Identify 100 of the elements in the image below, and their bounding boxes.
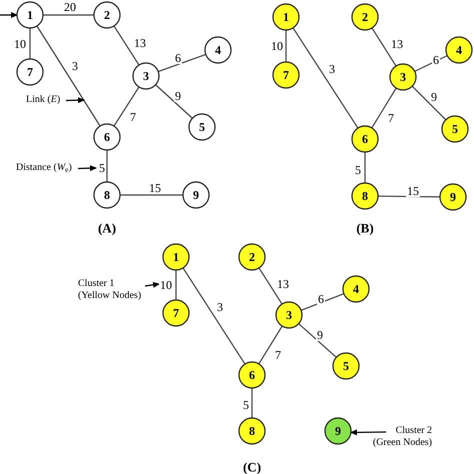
node-number: 6 [361,133,369,145]
edge-label: 5 [354,164,362,176]
edge-label: 7 [129,111,137,123]
node-circle [204,36,232,64]
node-number: 4 [214,44,222,56]
panel-caption: (B) [356,222,374,234]
node-number: 8 [361,190,369,202]
edge-label: 10 [270,40,284,52]
node-number: 3 [142,70,150,82]
edge-line [43,14,94,16]
node-number: 9 [449,191,457,203]
node-number: 1 [26,9,34,21]
leader-arrow [144,282,160,288]
edge-line [364,152,366,183]
node-circle [272,61,300,89]
node-number: 7 [282,69,290,81]
edge-label: 3 [216,301,224,313]
edge-line [29,28,31,59]
edge-line [182,268,246,364]
node-circle [182,181,210,209]
edge-line [251,388,253,418]
node-circle [324,417,352,445]
node-number: 5 [198,121,206,133]
leader-arrow [66,97,85,104]
edge-line [414,55,448,72]
node-circle [188,113,216,141]
edge-label: 5 [242,399,250,411]
node-circle [93,181,121,209]
node-circle [132,62,160,90]
edge-label: 13 [133,37,147,49]
node-circle [441,115,469,143]
node-number: 8 [248,425,256,437]
node-number: 3 [399,71,407,83]
node-circle [342,275,370,303]
edge-label: 15 [406,185,420,197]
edge-label: 10 [159,279,173,291]
edge-label: 13 [276,278,290,290]
node-number: 9 [192,189,200,201]
edge-label: 15 [148,182,162,194]
edge-line [114,26,140,66]
leader-arrow [350,429,386,436]
edge-line [175,270,177,300]
node-circle [439,183,467,211]
edge-label: 13 [390,38,404,50]
edge-label: 3 [328,63,336,75]
node-number: 6 [248,369,256,381]
node-number: 9 [334,425,342,437]
node-circle [162,299,190,327]
node-circle [332,352,360,380]
edge-line [298,323,337,358]
node-circle [351,125,379,153]
node-number: 2 [361,11,369,23]
edge-label: 6 [432,54,440,66]
edge-line [155,84,193,119]
node-circle [389,63,417,91]
annotation-text: Cluster 2 (Green Nodes) [372,425,432,449]
panel-caption: (A) [98,222,116,234]
edge-line [285,30,287,62]
node-circle [93,123,121,151]
edge-label: 3 [71,60,79,72]
edge-line [36,26,101,126]
edge-label: 10 [13,38,27,50]
node-number: 7 [172,307,180,319]
edge-label: 6 [317,293,325,305]
node-circle [238,361,266,389]
node-number: 2 [103,9,111,21]
node-circle [272,3,300,31]
edge-line [378,196,440,198]
edge-label: 9 [430,91,438,103]
edge-line [258,326,283,364]
node-number: 1 [282,11,290,23]
leader-arrow [78,165,97,172]
edge-label: 9 [174,90,182,102]
annotation-text: Distance (W$_{e}$) [16,162,73,174]
node-number: 7 [26,66,34,78]
edge-line [371,28,397,66]
node-circle [445,36,473,64]
edge-line [371,88,397,128]
edge-label: 5 [98,162,106,174]
node-number: 5 [451,123,459,135]
node-number: 3 [285,309,293,321]
arrow [0,12,18,18]
edge-line [258,268,283,304]
node-circle [16,1,44,29]
node-number: 6 [103,131,111,143]
node-number: 1 [172,251,180,263]
node-circle [275,301,303,329]
node-circle [238,417,266,445]
node-circle [351,3,379,31]
edge-label: 9 [316,329,324,341]
node-circle [93,1,121,29]
edge-line [158,54,206,72]
edge-line [120,194,183,196]
panel-caption: (C) [242,460,262,474]
edge-label: 7 [274,349,282,361]
node-number: 2 [248,251,256,263]
node-circle [16,58,44,86]
annotation-text: Cluster 1 (Yellow Nodes) [78,278,142,302]
edge-label: 6 [174,52,182,64]
node-number: 4 [455,44,463,56]
